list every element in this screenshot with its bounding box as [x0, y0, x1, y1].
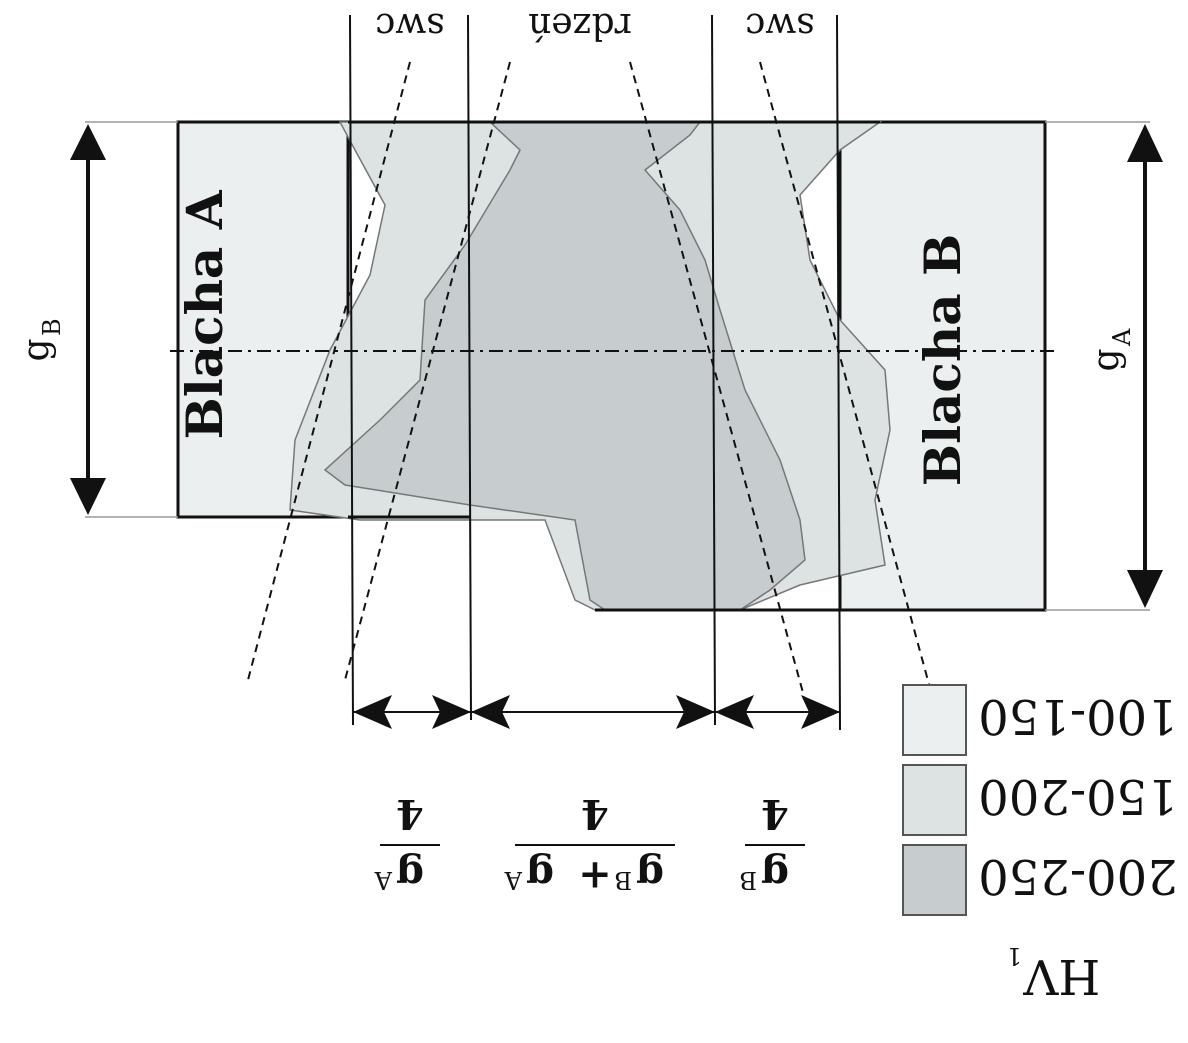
- dim-arrow-2a: [471, 695, 510, 729]
- legend-title-sub: 1: [1007, 942, 1022, 970]
- arrowhead-right-bottom: [1127, 570, 1163, 608]
- fraction-left-den: g: [396, 852, 424, 899]
- dim-arrow-1b: [432, 695, 471, 729]
- arrowhead-left-top: [70, 124, 106, 160]
- thickness-left-sub: B: [38, 318, 66, 336]
- fraction-center-den-a-sub: B: [614, 866, 632, 894]
- thickness-left-g: g: [16, 338, 57, 361]
- leader-1: [247, 61, 411, 681]
- dim-arrow-1a: [353, 695, 392, 729]
- fraction-center: g B + g A 4: [504, 790, 675, 899]
- legend-title: HV 1: [1007, 942, 1101, 1004]
- legend-swatch-100-150: [902, 684, 967, 756]
- fraction-center-den-a: g: [636, 852, 664, 899]
- fraction-center-den-b: g: [526, 852, 554, 899]
- legend-range-150-200: 150-200: [978, 768, 1177, 824]
- fraction-right-den: g: [761, 852, 789, 899]
- arrowhead-left-bottom: [70, 478, 106, 515]
- fraction-right: g B 4: [739, 790, 805, 899]
- thickness-label-right: g A: [1086, 328, 1136, 372]
- plate-b-label: Blacha B: [913, 234, 972, 487]
- dim-arrow-3a: [715, 695, 754, 729]
- leader-4: [759, 61, 931, 689]
- legend-range-200-250: 200-250: [978, 848, 1177, 904]
- zone-line-4: [836, 14, 841, 731]
- arrowhead-right-top: [1127, 124, 1163, 162]
- fraction-center-num: 4: [581, 790, 609, 837]
- thickness-right-sub: A: [1108, 328, 1136, 347]
- zone-line-1: [349, 14, 354, 726]
- fraction-left: g A 4: [374, 790, 440, 899]
- fraction-left-num: 4: [396, 790, 424, 837]
- legend-range-100-150: 100-150: [978, 688, 1177, 744]
- zone-label-right: swc: [745, 5, 814, 46]
- fraction-right-num: 4: [761, 790, 789, 837]
- fraction-right-den-sub: B: [739, 866, 757, 894]
- legend-swatch-150-200: [902, 764, 967, 836]
- fraction-left-den-sub: A: [374, 866, 393, 894]
- thickness-right-g: g: [1086, 348, 1127, 371]
- legend: 100-150 150-200 200-250 HV 1: [902, 684, 1178, 1004]
- leader-2: [344, 61, 511, 681]
- dim-arrow-2b: [676, 695, 715, 729]
- zone-label-left: swc: [375, 5, 444, 46]
- zone-label-center: rdzeń: [528, 5, 632, 46]
- legend-swatch-200-250: [902, 844, 967, 916]
- dim-arrow-3b: [801, 695, 840, 729]
- fraction-center-den-b-sub: A: [504, 866, 523, 894]
- leader-3: [629, 61, 806, 701]
- legend-title-hv: HV: [1022, 948, 1100, 1004]
- zone-line-3: [711, 14, 716, 726]
- plate-a-label: Blacha A: [175, 189, 234, 439]
- zone-line-2: [467, 14, 472, 721]
- fraction-center-plus: +: [578, 852, 612, 899]
- thickness-label-left: g B: [16, 318, 66, 361]
